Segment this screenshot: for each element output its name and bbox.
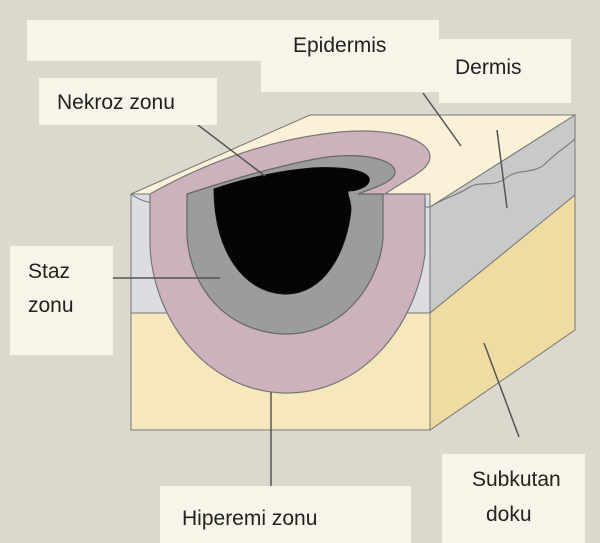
staz-label-line1: Staz xyxy=(28,259,113,285)
staz-label-line2: zonu xyxy=(28,293,113,319)
blank-label-box xyxy=(27,20,271,61)
nekroz-label-text: Nekroz zonu xyxy=(57,91,175,114)
dermis-label: Dermis xyxy=(439,39,571,103)
epidermis-label-text: Epidermis xyxy=(293,34,386,57)
subkutan-label: Subkutan doku xyxy=(442,454,585,543)
subkutan-label-line1: Subkutan xyxy=(472,467,585,493)
hiperemi-label-text: Hiperemi zonu xyxy=(182,507,317,530)
dermis-label-text: Dermis xyxy=(455,56,522,79)
hiperemi-label: Hiperemi zonu xyxy=(160,486,411,543)
epidermis-label: Epidermis xyxy=(261,20,439,92)
subkutan-label-line2: doku xyxy=(472,502,585,528)
staz-label: Staz zonu xyxy=(10,246,113,355)
nekroz-label: Nekroz zonu xyxy=(39,78,217,125)
